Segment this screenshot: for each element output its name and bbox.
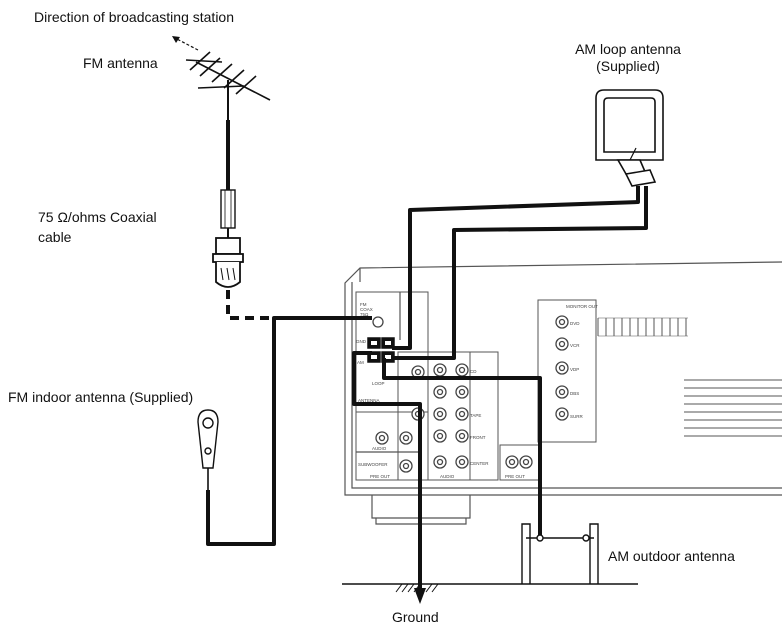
am-outdoor-and-ground-wires [352, 351, 542, 590]
coax-cable-label-line2: cable [38, 229, 72, 245]
direction-label: Direction of broadcasting station [34, 9, 234, 25]
panel-preout-left-label: PRE OUT [370, 474, 390, 479]
fm-antenna-label: FM antenna [83, 55, 158, 71]
panel-front-label: FRONT [470, 435, 486, 440]
panel-coax-label: COAX [360, 307, 373, 312]
panel-gnd-label: GND [356, 339, 367, 344]
fm-indoor-antenna-cable [206, 316, 372, 546]
panel-cd-label: CD [470, 369, 477, 374]
fm-antenna-icon [172, 36, 271, 120]
panel-ohm-label: 75Ω [360, 312, 369, 317]
panel-monitor-label: MONITOR OUT [566, 304, 598, 309]
panel-preout-right-label: PRE OUT [505, 474, 525, 479]
panel-text: FM COAX 75Ω AM LOOP ANTENNA AUDIO SUBWOO… [356, 302, 598, 479]
fm-indoor-antenna-label: FM indoor antenna (Supplied) [8, 389, 194, 405]
panel-dbs-label: DBS [570, 391, 579, 396]
panel-audio-mid-label: AUDIO [440, 474, 455, 479]
fm-coax-dashed-run [226, 290, 272, 320]
ground-label: Ground [392, 609, 439, 625]
panel-audio-left-label: AUDIO [372, 446, 387, 451]
am-loop-antenna-icon [595, 89, 664, 187]
panel-vdp-label: VDP [570, 367, 579, 372]
panel-am-label: AM [357, 360, 364, 365]
rear-panel-jacks [372, 315, 569, 473]
coax-cable-label-line1: 75 Ω/ohms Coaxial [38, 209, 157, 225]
ground-line [342, 583, 638, 604]
panel-dvd-label: DVD [570, 321, 580, 326]
am-outdoor-antenna-icon [521, 523, 599, 584]
am-terminal-clips [367, 337, 395, 363]
am-loop-antenna-label-line1: AM loop antenna [575, 41, 681, 57]
am-loop-antenna-label: AM loop antenna (Supplied) [553, 41, 703, 75]
am-loop-antenna-label-line2: (Supplied) [596, 58, 660, 74]
panel-subwoofer-label: SUBWOOFER [358, 462, 388, 467]
fm-indoor-antenna-icon [197, 409, 219, 490]
panel-vcr-label: VCR [570, 343, 580, 348]
am-loop-cables [392, 186, 648, 360]
fm-coax-cable [212, 120, 244, 288]
coax-cable-label: 75 Ω/ohms Coaxial cable [38, 209, 157, 246]
panel-surr-label: SURR [570, 414, 584, 419]
panel-loop-label: LOOP [372, 381, 385, 386]
panel-fm-label: FM [360, 302, 367, 307]
panel-tape-label: TAPE [470, 413, 481, 418]
panel-center-label: CENTER [470, 461, 489, 466]
panel-antenna-label: ANTENNA [358, 398, 380, 403]
am-outdoor-antenna-label: AM outdoor antenna [608, 548, 735, 564]
